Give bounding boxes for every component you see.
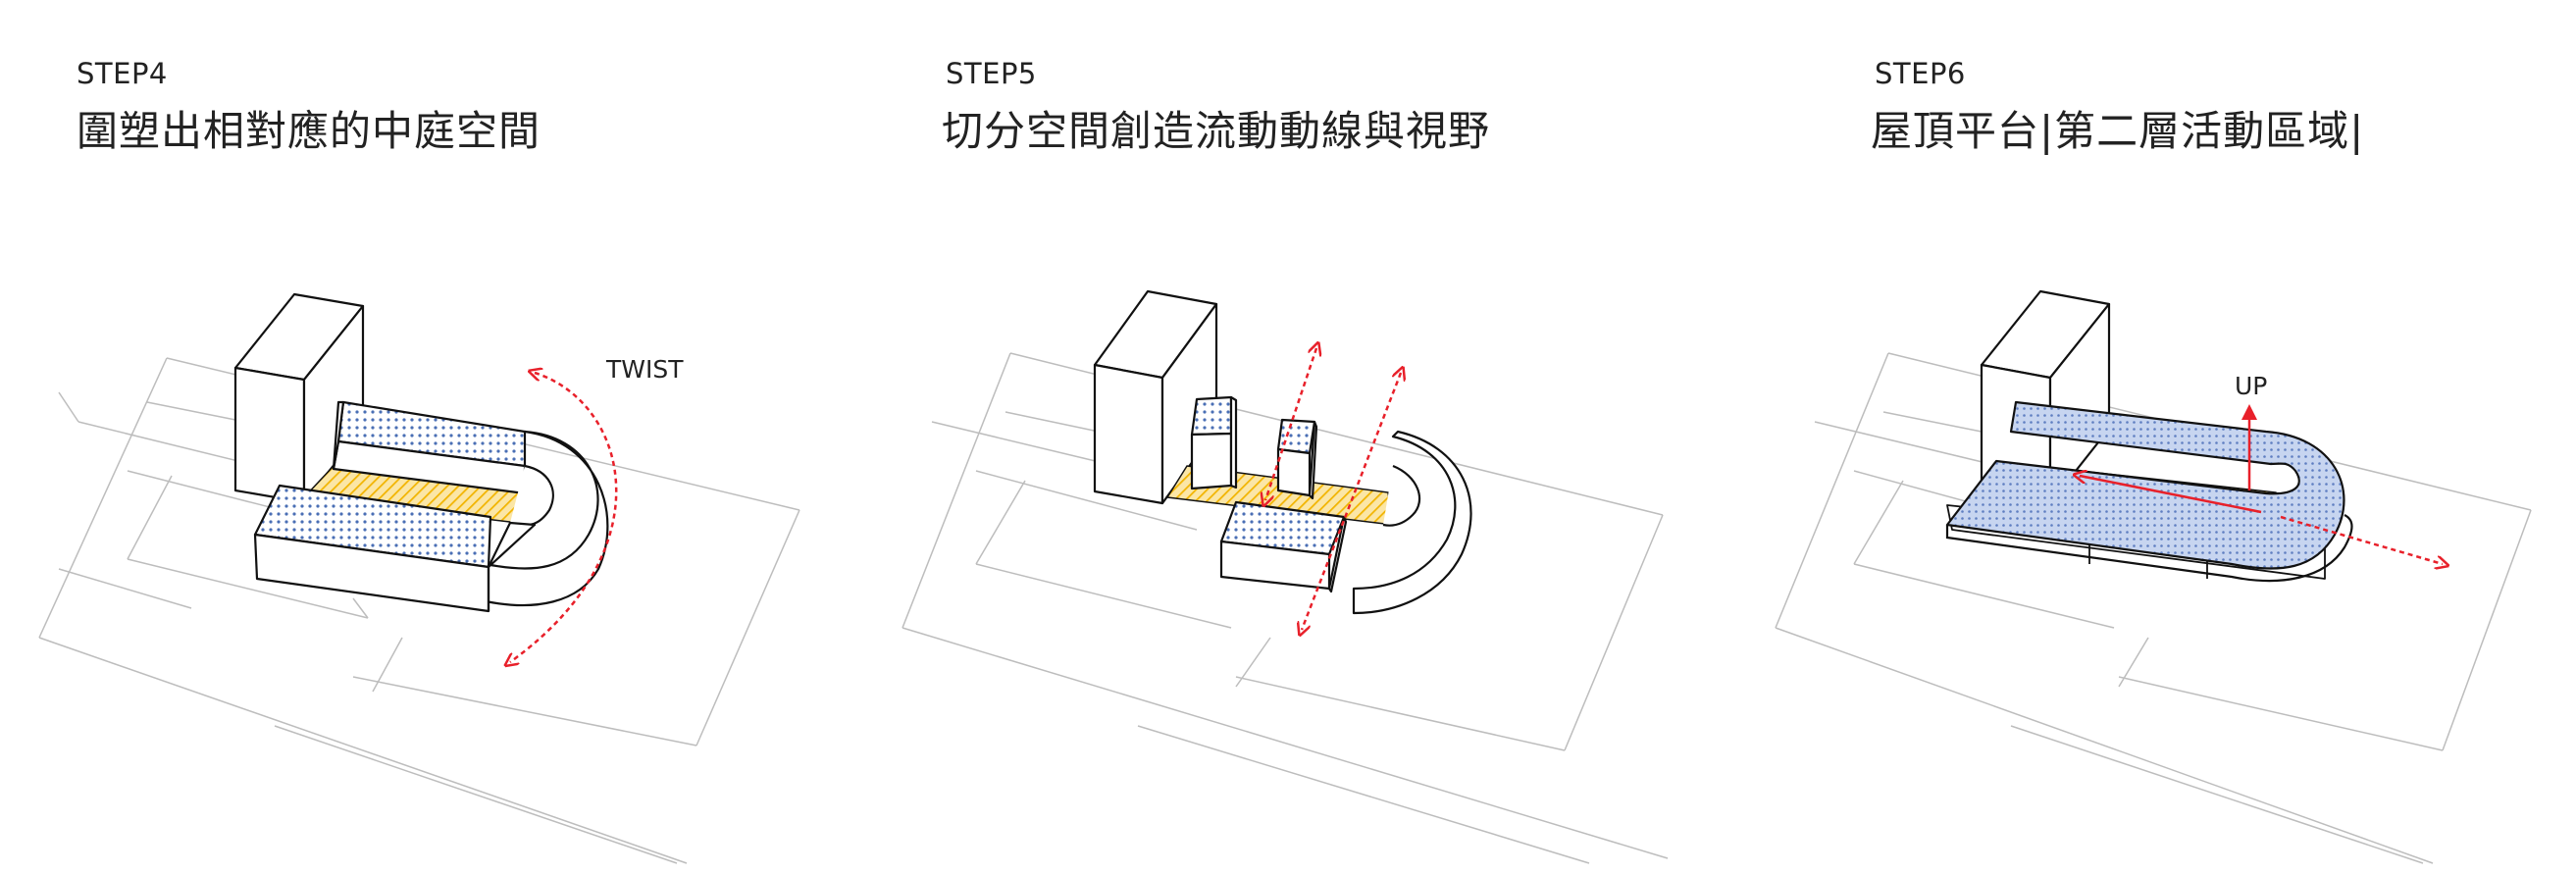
step-title: 圍塑出相對應的中庭空間 <box>77 107 541 155</box>
step-title: 屋頂平台|第二層活動區域| <box>1871 107 2365 155</box>
circulation-arrow-inner <box>2080 476 2262 514</box>
massing-diagram-step5 <box>902 289 1669 864</box>
twist-arrow <box>510 373 618 662</box>
small-block-left <box>1190 395 1238 490</box>
step-title: 切分空間創造流動動線與視野 <box>942 107 1491 155</box>
circulation-arrow-outer <box>2280 515 2443 564</box>
roof-edge-lower <box>1945 514 2353 583</box>
step-label: STEP6 <box>1875 57 1966 90</box>
view-axis-arrow-2 <box>1302 373 1401 630</box>
massing-diagram-step4: TWIST <box>38 292 800 864</box>
step-label: STEP4 <box>77 57 168 90</box>
roof-platform <box>1945 400 2345 570</box>
up-label: UP <box>2235 372 2267 400</box>
twist-label: TWIST <box>605 355 684 384</box>
small-block-mid <box>1276 418 1318 500</box>
step-label: STEP5 <box>946 57 1037 90</box>
diagram-panel-step4: STEP4 圍塑出相對應的中庭空間 <box>0 0 863 875</box>
front-small-block <box>1219 500 1348 593</box>
diagram-panel-step6: STEP6 屋頂平台|第二層活動區域| <box>1746 0 2576 875</box>
tall-tower-block <box>1093 289 1218 505</box>
tall-tower-block <box>233 292 365 504</box>
diagram-panel-step5: STEP5 切分空間創造流動動線與視野 <box>863 0 1746 875</box>
massing-diagram-step6: UP <box>1775 289 2532 864</box>
